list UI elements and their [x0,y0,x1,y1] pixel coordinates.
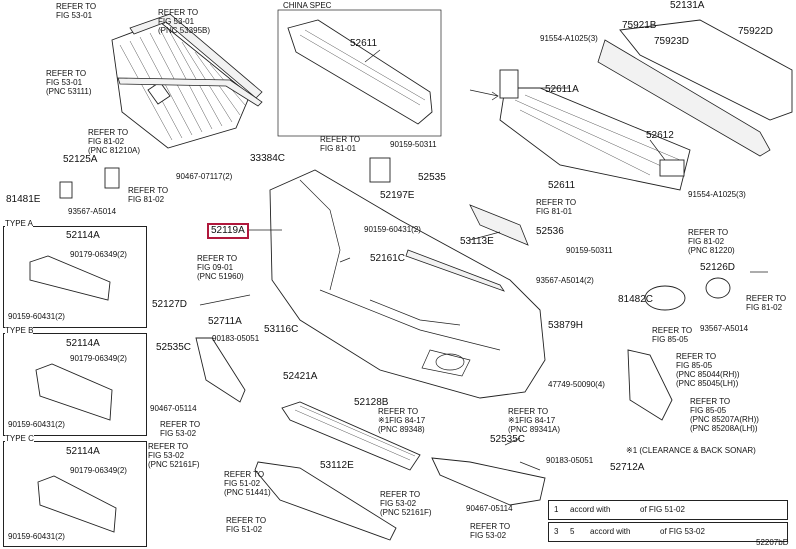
type-c-box [3,441,147,547]
refer-label[interactable]: REFER TO FIG 53-01 (PNC 53395B) [158,8,211,35]
part-number[interactable]: 93567-A5014 [700,324,749,333]
highlighted-part-52119A[interactable]: 52119A [207,223,249,239]
refer-label[interactable]: REFER TO FIG 53-02 (PNC 52161F) [380,490,432,517]
type-b-ref1[interactable]: 90179-06349(2) [70,354,127,363]
refer-label[interactable]: REFER TO FIG 51-02 [226,516,267,534]
refer-label[interactable]: REFER TO ※1FIG 84-17 (PNC 89348) [378,407,426,434]
legend-ref: of FIG 53-02 [660,527,705,536]
part-number[interactable]: 52535C [490,434,526,445]
part-number[interactable]: 52535 [418,172,446,183]
part-number[interactable]: 52711A [208,316,242,327]
part-number[interactable]: 52712A [610,462,645,473]
type-a-title: TYPE A [5,219,34,228]
refer-label[interactable]: REFER TO FIG 53-01 (PNC 53111) [46,69,92,96]
refer-label[interactable]: REFER TO FIG 81-02 (PNC 81210A) [88,128,141,155]
part-number[interactable]: 91554-A1025(3) [688,190,746,199]
part-number[interactable]: 52611A [545,84,579,95]
refer-label[interactable]: REFER TO FIG 53-01 [56,2,97,20]
type-c-title: TYPE C [5,434,34,443]
part-number[interactable]: 93567-A5014 [68,207,117,216]
part-number[interactable]: 52197E [380,190,415,201]
part-number[interactable]: 52536 [536,226,564,237]
legend-row-1 [548,500,788,520]
type-b-box [3,333,147,436]
refer-label[interactable]: REFER TO FIG 53-02 [470,522,511,540]
refer-label[interactable]: REFER TO FIG 09-01 (PNC 51960) [197,254,244,281]
part-number[interactable]: 90159-50311 [566,246,613,255]
type-c-ref2[interactable]: 90159-60431(2) [8,532,65,541]
part-number[interactable]: 75921B [622,20,657,31]
legend-text: accord with [590,527,631,536]
refer-label[interactable]: REFER TO FIG 85-05 (PNC 85044(RH)) (PNC … [676,352,740,388]
part-number[interactable]: 52611 [548,180,576,191]
part-number[interactable]: 52612 [646,130,674,141]
legend-mark: 1 [554,505,559,514]
refer-label[interactable]: REFER TO ※1FIG 84-17 (PNC 89341A) [508,407,561,434]
refer-label[interactable]: REFER TO FIG 81-01 [320,135,361,153]
part-number[interactable]: 53116C [264,324,299,335]
part-number[interactable]: 52126D [700,262,736,273]
part-number[interactable]: 93567-A5014(2) [536,276,594,285]
part-number[interactable]: 52161C [370,253,406,264]
clearance-note: ※1 (CLEARANCE & BACK SONAR) [626,446,756,455]
part-number[interactable]: 52421A [283,371,318,382]
type-a-ref2[interactable]: 90159-60431(2) [8,312,65,321]
part-number[interactable]: 53112E [320,460,354,471]
type-c-part[interactable]: 52114A [66,446,100,457]
part-number[interactable]: 90183-05051 [212,334,260,343]
china-spec-box [277,9,442,137]
type-a-box [3,226,147,328]
part-number[interactable]: 81482C [618,294,654,305]
part-number[interactable]: 53879H [548,320,584,331]
legend-mark-2: 5 [570,527,575,536]
type-c-ref1[interactable]: 90179-06349(2) [70,466,127,475]
part-number[interactable]: 90467-07117(2) [176,172,233,181]
type-a-ref1[interactable]: 90179-06349(2) [70,250,127,259]
china-spec-label: CHINA SPEC [283,1,332,10]
part-number[interactable]: 52611 [350,38,378,49]
legend-text: accord with [570,505,611,514]
refer-label[interactable]: REFER TO FIG 51-02 (PNC 51441) [224,470,271,497]
legend-row-2 [548,522,788,542]
type-b-ref2[interactable]: 90159-60431(2) [8,420,65,429]
refer-label[interactable]: REFER TO FIG 81-01 [536,198,577,216]
part-number[interactable]: 90183-05051 [546,456,594,465]
part-number[interactable]: 90467-05114 [466,504,513,513]
part-number[interactable]: 52535C [156,342,192,353]
part-number[interactable]: 90159-60431(2) [364,225,421,234]
part-number[interactable]: 52127D [152,299,188,310]
refer-label[interactable]: REFER TO FIG 81-02 [128,186,169,204]
refer-label[interactable]: REFER TO FIG 85-05 [652,326,693,344]
part-number[interactable]: 33384C [250,153,286,164]
type-b-part[interactable]: 52114A [66,338,100,349]
type-b-title: TYPE B [5,326,34,335]
legend-mark: 3 [554,527,559,536]
part-number[interactable]: 75923D [654,36,690,47]
part-number[interactable]: 81481E [6,194,41,205]
type-a-part[interactable]: 52114A [66,230,100,241]
figure-code: 52207bD [756,538,789,547]
part-number[interactable]: 90467-05114 [150,404,197,413]
legend-ref: of FIG 51-02 [640,505,685,514]
refer-label[interactable]: REFER TO FIG 81-02 [746,294,787,312]
refer-label[interactable]: REFER TO FIG 85-05 (PNC 85207A(RH)) (PNC… [690,397,759,433]
refer-label[interactable]: REFER TO FIG 53-02 (PNC 52161F) [148,442,200,469]
part-number[interactable]: 52125A [63,154,98,165]
part-number[interactable]: 52128B [354,397,389,408]
part-number[interactable]: 47749-50090(4) [548,380,605,389]
part-number[interactable]: 75922D [738,26,774,37]
part-number[interactable]: 52131A [670,0,705,11]
part-number[interactable]: 90159-50311 [390,140,437,149]
refer-label[interactable]: REFER TO FIG 81-02 (PNC 81220) [688,228,735,255]
part-number[interactable]: 53113E [460,236,494,247]
part-number[interactable]: 91554-A1025(3) [540,34,598,43]
refer-label[interactable]: REFER TO FIG 53-02 [160,420,201,438]
